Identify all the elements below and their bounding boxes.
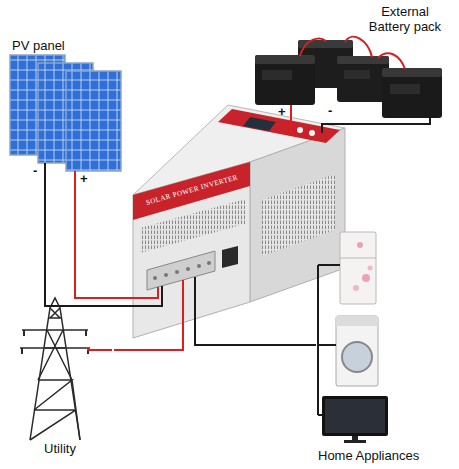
wire-line: [195, 300, 316, 345]
battery-part: [255, 55, 315, 64]
wire-line: [114, 300, 183, 350]
utility-tower-part: [48, 308, 62, 318]
lcd-screen: [243, 117, 276, 131]
television: [322, 396, 388, 443]
washing-machine-part: [336, 316, 378, 326]
inverter-body-part: [164, 273, 168, 277]
washing-machine-part: [336, 316, 378, 386]
fridge: [340, 232, 376, 304]
node-label: PV panel: [12, 38, 65, 53]
black-wire: [318, 264, 340, 266]
battery-part: [382, 68, 442, 77]
utility-tower-part: [22, 330, 88, 354]
wire-connector: [75, 185, 135, 298]
utility-tower: [20, 298, 90, 440]
battery-part: [337, 56, 389, 64]
node-label: Utility: [8, 441, 112, 456]
battery: [337, 56, 389, 102]
battery-cable: [378, 53, 405, 69]
utility-grid: Utility: [8, 300, 114, 462]
red-wire: [182, 280, 184, 300]
battery-part: [255, 55, 315, 105]
side-vents: [262, 174, 335, 256]
utility-tower-part: [30, 330, 80, 440]
battery-cable: [300, 39, 326, 56]
inverter-front: [133, 162, 250, 338]
label-anchor: +: [80, 172, 88, 185]
battery-part: [262, 70, 292, 80]
black-wire: [194, 277, 196, 300]
button: [297, 127, 303, 133]
washing-machine-part: [342, 342, 372, 372]
wiring: [45, 105, 430, 415]
red-wire: [290, 126, 292, 133]
vent-grille: [140, 199, 245, 253]
button: [309, 130, 315, 136]
node-label: External Battery pack: [360, 4, 450, 34]
inverter-body-part: [153, 276, 157, 280]
battery: [255, 55, 315, 105]
black-wire: [45, 163, 162, 306]
node-label: SOLAR POWER INVERTER: [138, 171, 246, 209]
polarity-sign: +: [278, 105, 286, 118]
inverter-body: [133, 105, 345, 338]
polarity-sign: +: [80, 172, 88, 185]
wire-line: [75, 185, 135, 298]
pv-panels: [10, 55, 121, 171]
label-anchor: +: [278, 105, 286, 118]
inverter-body-part: [175, 270, 179, 274]
battery-part: [390, 84, 420, 94]
television-part: [322, 396, 388, 436]
fridge-part: [353, 285, 359, 291]
node-label: Home Appliances: [318, 448, 419, 463]
television-part: [344, 440, 366, 443]
red-wire: [88, 348, 112, 350]
battery-part: [382, 68, 442, 118]
label-anchor: -: [328, 104, 332, 117]
fridge-part: [368, 266, 373, 271]
wire-connector: [195, 300, 316, 345]
black-wire: [318, 414, 322, 416]
wire-connector: [114, 300, 183, 350]
fridge-part: [357, 242, 363, 248]
television-part: [325, 399, 385, 433]
wire-connector: [291, 118, 292, 126]
wire-line: [290, 118, 292, 126]
battery-part: [337, 56, 389, 102]
red-wire: [74, 171, 76, 185]
battery-cable: [345, 37, 372, 57]
ac-socket: [222, 246, 238, 268]
washing-machine: [336, 316, 378, 386]
polarity-sign: -: [33, 164, 37, 177]
inverter-body-part: [197, 264, 201, 268]
black-wire: [317, 265, 319, 415]
fridge-part: [340, 258, 376, 259]
red-wire: [135, 287, 158, 298]
label-anchor: -: [33, 164, 37, 177]
inverter-body-part: [207, 261, 211, 265]
fridge-part: [362, 274, 370, 282]
battery-part: [344, 70, 370, 79]
polarity-sign: -: [328, 104, 332, 117]
pv-array: PV panel: [8, 34, 122, 185]
black-wire: [322, 118, 430, 133]
red-wire: [290, 105, 292, 118]
battery-bank: External Battery pack: [250, 4, 452, 118]
utility-tower-part: [30, 298, 80, 440]
fridge-part: [340, 232, 376, 304]
inverter: SOLAR POWER INVERTER: [135, 126, 345, 300]
solar-panel: [66, 71, 121, 171]
inverter-body-part: [186, 267, 190, 271]
appliances: Home Appliances: [316, 228, 455, 466]
battery: [382, 68, 442, 118]
inverter-side: [250, 128, 345, 302]
terminal-block: [147, 251, 215, 290]
battery-pack: [255, 37, 442, 118]
black-wire: [318, 344, 336, 346]
